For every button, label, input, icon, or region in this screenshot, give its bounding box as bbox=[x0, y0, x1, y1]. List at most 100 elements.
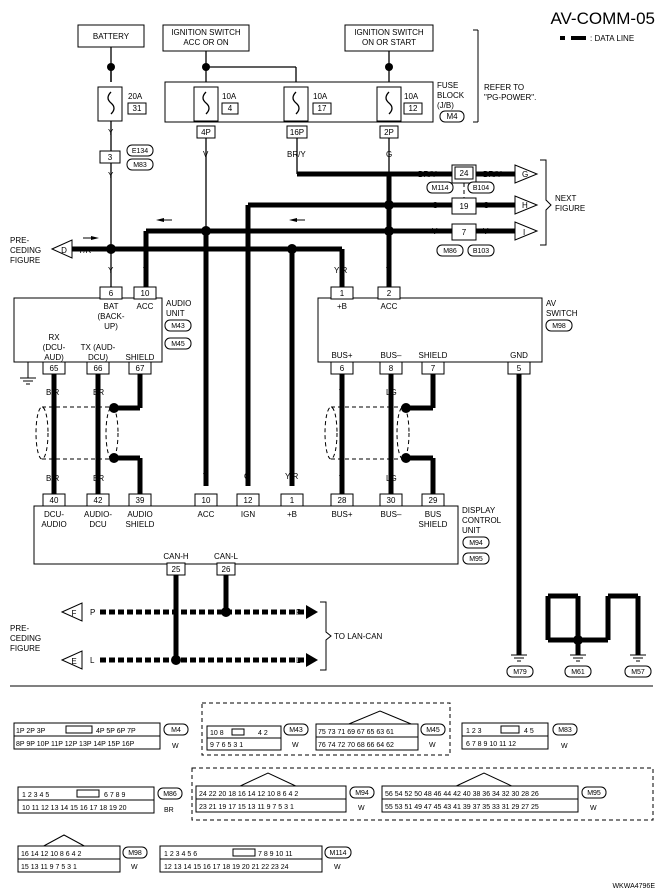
fuse-4-number: 4 bbox=[228, 104, 233, 113]
dcu-pin-label: DCU- bbox=[44, 510, 64, 519]
fuse-17: 10A 17 bbox=[283, 86, 332, 122]
dcu-pin-box bbox=[236, 493, 260, 507]
m114-color: W bbox=[334, 864, 341, 871]
dcu-pin-number: 39 bbox=[136, 496, 145, 505]
ground-m79: M79 bbox=[513, 669, 527, 676]
av-pin-6: 6 bbox=[340, 364, 345, 373]
dcu-pin-box bbox=[42, 493, 66, 507]
connector-view-m43: 10 8 4 2 9 7 6 5 3 1 M43 W bbox=[206, 723, 309, 751]
m4-row1: 1P 2P 3P bbox=[16, 728, 46, 735]
dcu-pin-box bbox=[280, 493, 304, 507]
data-line-legend-swatch bbox=[560, 36, 586, 40]
dcu-pin-box bbox=[86, 493, 110, 507]
wire-yr-dcu: Y/R bbox=[285, 472, 299, 481]
wire-v-dcu-acc: V bbox=[203, 472, 209, 481]
audio-unit-name-2: UNIT bbox=[166, 309, 185, 318]
m86-row1: 1 2 3 4 5 bbox=[22, 792, 49, 799]
connector-view-m94: 24 22 20 18 16 14 12 10 8 6 4 2 23 21 19… bbox=[195, 772, 375, 813]
m95-conn: M95 bbox=[587, 790, 601, 797]
preceding-lan-label-2: CEDING bbox=[10, 634, 41, 643]
fuse-block-label-3: (J/B) bbox=[437, 101, 454, 110]
dcu-canl-label: CAN-L bbox=[214, 552, 239, 561]
fuse-31-amp: 20A bbox=[128, 92, 143, 101]
wire-g-dcu: G bbox=[244, 472, 250, 481]
next-conn-m114: M114 bbox=[432, 185, 449, 192]
av-b-label: +B bbox=[337, 302, 347, 311]
fuse-4: 10A 4 bbox=[193, 86, 239, 122]
wire-p-left: P bbox=[90, 608, 95, 617]
dcu-conn-m95: M95 bbox=[469, 556, 483, 563]
m83-row2: 6 7 8 9 10 11 12 bbox=[466, 741, 516, 748]
dcu-pin-number: 30 bbox=[387, 496, 396, 505]
lan-letter-f: F bbox=[72, 609, 77, 618]
dcu-name-3: UNIT bbox=[462, 526, 481, 535]
wire-b-ground-2: B bbox=[545, 617, 550, 626]
ignition-on-label-2: ON OR START bbox=[362, 38, 416, 47]
refer-to-label: REFER TO bbox=[484, 83, 524, 92]
audio-rx-label-3: AUD) bbox=[44, 353, 64, 362]
m98-row1: 16 14 12 10 8 6 4 2 bbox=[21, 851, 81, 858]
preceding-wire-yr: Y/R bbox=[78, 246, 92, 255]
m83-conn: M83 bbox=[558, 727, 572, 734]
ignition-on-box bbox=[344, 24, 434, 52]
preceding-lan-label-3: FIGURE bbox=[10, 644, 40, 653]
fuse-pin-2p: 2P bbox=[384, 128, 394, 137]
av-pin-5: 5 bbox=[517, 364, 522, 373]
audio-rx-label-1: RX bbox=[48, 333, 60, 342]
next-pin-24: 24 bbox=[460, 169, 469, 178]
fuse-block-connector: M4 bbox=[446, 112, 458, 121]
m94-row1: 24 22 20 18 16 14 12 10 8 6 4 2 bbox=[199, 791, 298, 798]
m83-row1: 1 2 3 bbox=[466, 728, 482, 735]
dcu-pin-box bbox=[194, 493, 218, 507]
m94-color: W bbox=[358, 805, 365, 812]
m95-row1: 56 54 52 50 48 46 44 42 40 38 36 34 32 3… bbox=[385, 791, 539, 798]
fuse-12-amp: 10A bbox=[404, 92, 419, 101]
wire-b-gnd: B bbox=[516, 388, 521, 397]
dcu-pin-box bbox=[128, 493, 152, 507]
joint-connector-e134: E134 bbox=[132, 148, 148, 155]
audio-pin-6: 6 bbox=[109, 289, 114, 298]
ground-symbol-m79 bbox=[511, 654, 527, 662]
dcu-pin-number: 40 bbox=[50, 496, 59, 505]
ground-m61: M61 bbox=[571, 669, 585, 676]
m43-row1: 10 8 bbox=[210, 730, 224, 737]
next-conn-b104: B104 bbox=[473, 185, 489, 192]
dcu-pin-label-2: SHIELD bbox=[126, 520, 155, 529]
m83-row1b: 4 5 bbox=[524, 728, 534, 735]
fuse-12-number: 12 bbox=[409, 104, 418, 113]
fuse-pin-16p: 16P bbox=[290, 128, 304, 137]
m43-color: W bbox=[292, 742, 299, 749]
m4-color: W bbox=[172, 743, 179, 750]
dcu-name-2: CONTROL bbox=[462, 516, 502, 525]
preceding-label-1: PRE- bbox=[10, 236, 29, 245]
fuse-31-number: 31 bbox=[133, 104, 142, 113]
audio-pin-65: 65 bbox=[50, 364, 59, 373]
fuse-17-amp: 10A bbox=[313, 92, 328, 101]
next-letter-g: G bbox=[522, 170, 528, 179]
next-pin-7: 7 bbox=[462, 228, 467, 237]
ground-symbol-m61 bbox=[570, 654, 586, 662]
next-wire-g-in: G bbox=[432, 201, 438, 210]
audio-tx-label-2: DCU) bbox=[88, 353, 108, 362]
m86-color: BR bbox=[164, 807, 174, 814]
wire-y-1: Y bbox=[108, 128, 114, 137]
av-pin-8: 8 bbox=[389, 364, 394, 373]
connector-view-m83: 1 2 3 4 5 6 7 8 9 10 11 12 M83 W bbox=[461, 722, 578, 750]
dcu-pin-label-2: AUDIO bbox=[41, 520, 66, 529]
data-line-legend-label: : DATA LINE bbox=[590, 34, 634, 43]
audio-pin-67: 67 bbox=[136, 364, 145, 373]
fuse-block-label-2: BLOCK bbox=[437, 91, 465, 100]
wire-y-3: Y bbox=[108, 266, 114, 275]
wire-b-ground-1: B bbox=[516, 617, 521, 626]
dcu-pin-number: 42 bbox=[94, 496, 103, 505]
m45-row1: 75 73 71 69 67 65 63 61 bbox=[318, 729, 394, 736]
dcu-pin-number: 28 bbox=[338, 496, 347, 505]
m45-row2: 76 74 72 70 68 66 64 62 bbox=[318, 742, 394, 749]
audio-conn-m43: M43 bbox=[171, 323, 185, 330]
dcu-pin-number: 29 bbox=[429, 496, 438, 505]
next-figure-label-2: FIGURE bbox=[555, 204, 585, 213]
av-pin-7: 7 bbox=[431, 364, 436, 373]
preceding-label-3: FIGURE bbox=[10, 256, 40, 265]
dcu-pin-label: AUDIO- bbox=[84, 510, 112, 519]
preceding-lan-label-1: PRE- bbox=[10, 624, 29, 633]
